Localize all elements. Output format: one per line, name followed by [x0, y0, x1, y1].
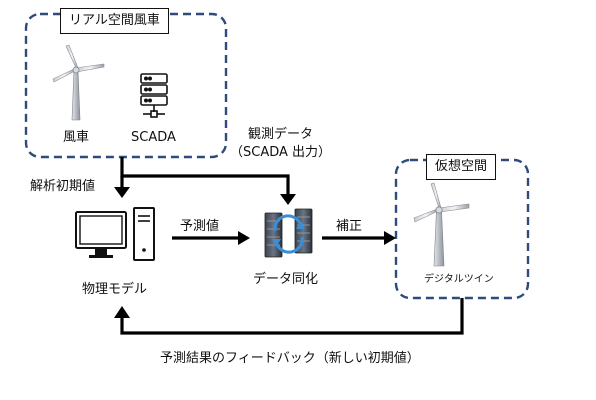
computer-icon: [75, 207, 155, 261]
prediction-label: 予測値: [180, 219, 220, 234]
digital-twin-turbine-icon: [413, 182, 470, 267]
observed-data-sublabel: （SCADA 出力）: [230, 145, 332, 160]
arrowhead: [114, 187, 130, 198]
feedback-arrow: [120, 298, 464, 335]
arrowhead: [114, 306, 130, 318]
server-rack-icon: [140, 73, 168, 118]
data-assimilation-label: データ同化: [253, 272, 319, 287]
arrows: [120, 157, 464, 335]
digital-twin-label: デジタルツイン: [424, 274, 494, 285]
scada-label: SCADA: [131, 130, 176, 145]
wind-turbine-icon: [52, 44, 105, 121]
real-space-title: リアル空間風車: [60, 8, 169, 34]
physics-model-label: 物理モデル: [82, 282, 148, 297]
arrowhead: [280, 194, 296, 205]
observed-data-label: 観測データ: [248, 127, 314, 142]
virtual-space-title: 仮想空間: [426, 154, 497, 180]
arrowhead: [384, 231, 396, 245]
data-assimilation-icon: [264, 208, 313, 258]
initial-values-label: 解析初期値: [30, 179, 96, 194]
correction-label: 補正: [336, 219, 363, 234]
real-space-group: [24, 12, 228, 159]
observed-data-arrow: [120, 157, 290, 196]
turbine-label: 風車: [63, 130, 90, 145]
feedback-label: 予測結果のフィードバック（新しい初期値）: [160, 351, 420, 366]
arrowhead: [238, 231, 250, 245]
